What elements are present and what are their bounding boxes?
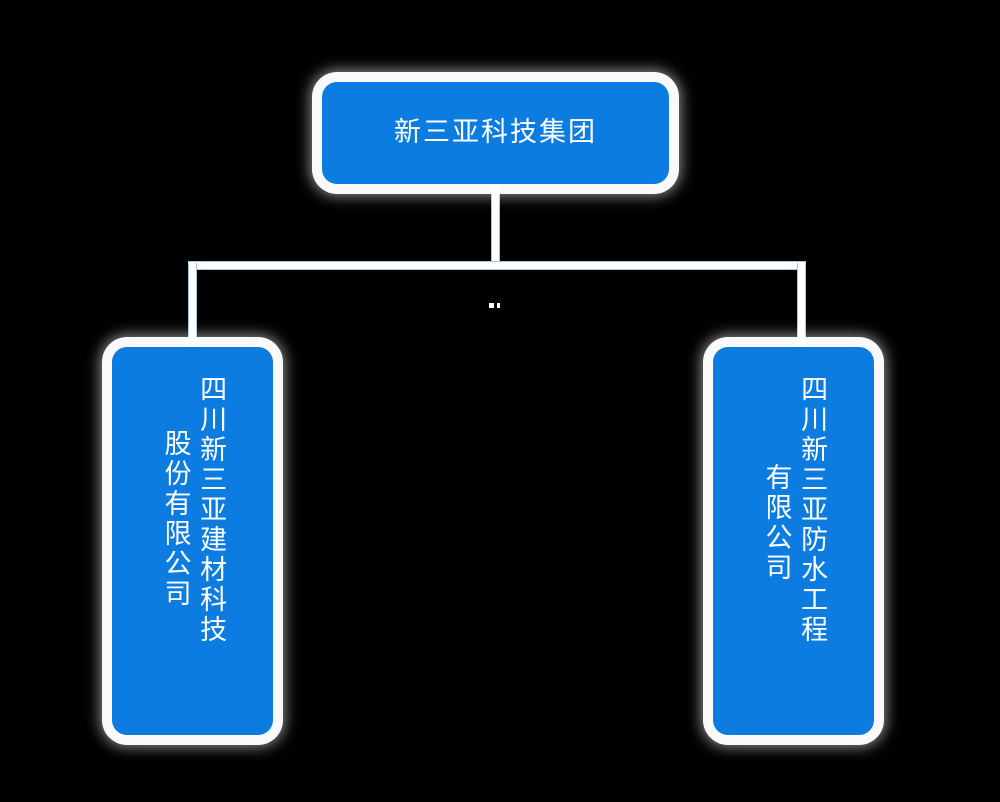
connector-left-drop bbox=[188, 263, 197, 353]
org-node-child-right-text: 四川新三亚防水工程 有限公司 bbox=[758, 375, 829, 735]
org-node-root-label: 新三亚科技集团 bbox=[394, 116, 597, 148]
center-artifact-marks bbox=[489, 303, 503, 308]
org-node-child-left-text: 四川新三亚建材科技 股份有限公司 bbox=[157, 375, 228, 735]
connector-root-stem bbox=[491, 181, 500, 267]
org-node-child-right[interactable]: 四川新三亚防水工程 有限公司 bbox=[713, 347, 874, 735]
org-node-child-left[interactable]: 四川新三亚建材科技 股份有限公司 bbox=[112, 347, 273, 735]
org-node-child-left-column-2: 股份有限公司 bbox=[159, 429, 191, 609]
org-node-child-right-column-1: 四川新三亚防水工程 bbox=[796, 375, 828, 645]
connector-right-drop bbox=[797, 263, 806, 353]
connector-horizontal-bar bbox=[188, 261, 806, 270]
org-node-child-left-column-1: 四川新三亚建材科技 bbox=[195, 375, 227, 645]
org-node-root[interactable]: 新三亚科技集团 bbox=[322, 82, 669, 184]
org-node-child-right-column-2: 有限公司 bbox=[760, 463, 792, 583]
